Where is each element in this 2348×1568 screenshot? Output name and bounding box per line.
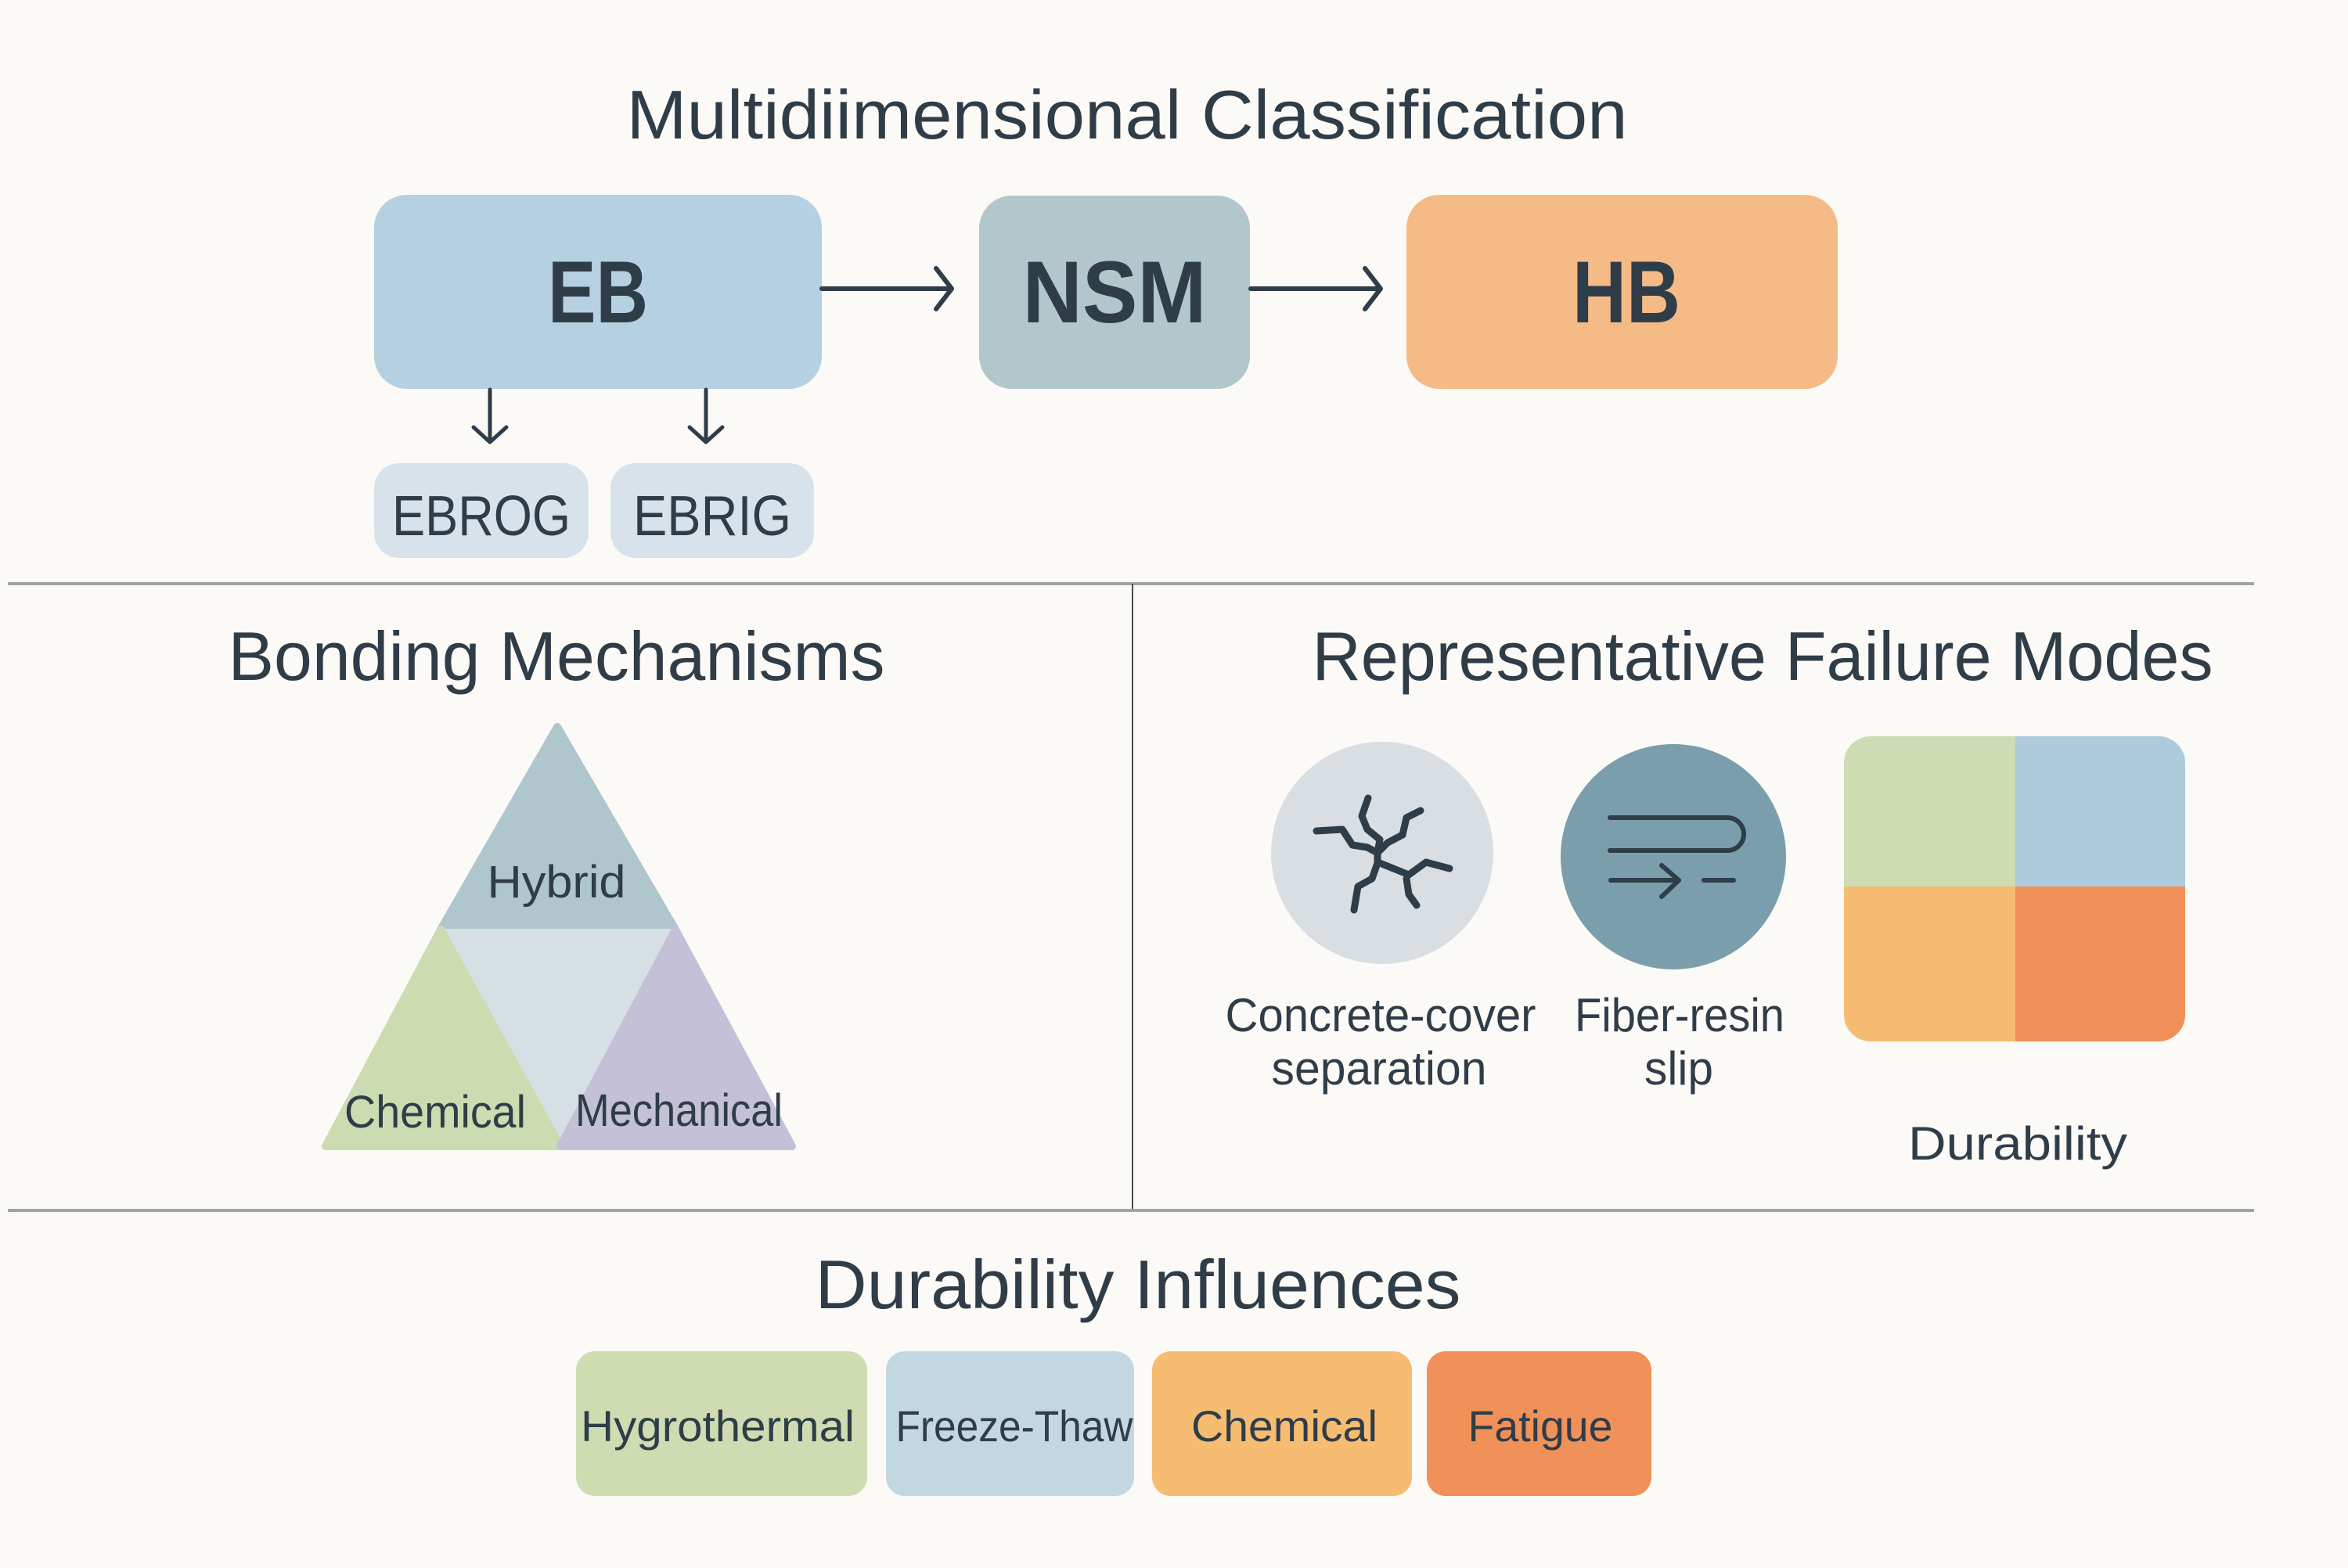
failure-modes-section: Representative Failure Modes Concrete-co…	[1226, 617, 2213, 1170]
arrow-nsm-to-hb	[1248, 266, 1383, 311]
failure-mode-fiber-resin-line1: Fiber-resin	[1575, 989, 1784, 1041]
failure-mode-fiber-resin[interactable]: Fiber-resin slip	[1561, 744, 1786, 1095]
durability-quadrant-bottom-right	[2015, 886, 2185, 1041]
influences-section: Durability Influences Hygrothermal Freez…	[576, 1246, 1651, 1496]
box-eb-label: EB	[548, 243, 648, 341]
durability-quadrant-top-left	[1844, 736, 2015, 886]
durability-quadrant-bottom-left	[1844, 886, 2015, 1041]
durability-quadrant-top-right	[2015, 736, 2185, 886]
influence-chip-chemical-shape	[1152, 1351, 1412, 1496]
bonding-title: Bonding Mechanisms	[229, 617, 885, 695]
influence-chip-fatigue-label: Fatigue	[1468, 1401, 1613, 1451]
influence-chip-chemical-label: Chemical	[1191, 1401, 1377, 1451]
influence-chip-hygrothermal[interactable]: Hygrothermal	[576, 1351, 867, 1496]
box-hb-label: HB	[1572, 243, 1680, 341]
influence-chip-freeze-thaw[interactable]: Freeze-Thaw	[886, 1351, 1134, 1496]
influence-chip-freeze-thaw-shape	[886, 1351, 1134, 1496]
influence-chip-hygrothermal-shape	[576, 1351, 867, 1496]
failure-modes-title: Representative Failure Modes	[1313, 617, 2213, 695]
failure-mode-fiber-resin-line2: slip	[1644, 1042, 1713, 1095]
classification-section: Multidiimensional Classification EB NSM …	[374, 76, 1838, 558]
influence-chip-fatigue-shape	[1427, 1351, 1651, 1496]
box-hb[interactable]: HB	[1406, 195, 1838, 389]
durability-label: Durability	[1908, 1117, 2127, 1170]
durability-quadrants	[1844, 736, 2185, 1041]
influences-title: Durability Influences	[816, 1246, 1461, 1323]
arrow-eb-to-ebrig	[687, 387, 725, 444]
box-nsm[interactable]: NSM	[979, 196, 1250, 389]
failure-mode-concrete-cover-line2: separation	[1272, 1042, 1487, 1095]
triangle-label-hybrid: Hybrid	[488, 857, 626, 908]
influence-chip-hygrothermal-label: Hygrothermal	[581, 1401, 855, 1451]
arrow-eb-to-ebrog	[471, 387, 509, 444]
bonding-section: Bonding Mechanisms Hybrid Chemical Mecha…	[229, 617, 885, 1150]
bonding-triangle: Hybrid Chemical Mechanical	[322, 723, 796, 1150]
classification-title: Multidiimensional Classification	[627, 76, 1628, 153]
chip-ebrig-shape	[610, 463, 814, 558]
chip-ebrog-label: EBROG	[392, 485, 571, 548]
box-eb-shape	[374, 195, 822, 389]
influence-chip-fatigue[interactable]: Fatigue	[1427, 1351, 1651, 1496]
chip-ebrog[interactable]: EBROG	[374, 463, 589, 558]
box-nsm-label: NSM	[1023, 243, 1207, 341]
failure-mode-concrete-cover[interactable]: Concrete-cover separation	[1226, 742, 1536, 1095]
triangle-label-chemical: Chemical	[344, 1087, 526, 1138]
influence-chip-freeze-thaw-label: Freeze-Thaw	[896, 1401, 1134, 1451]
chip-ebrig[interactable]: EBRIG	[610, 463, 814, 558]
slip-arrow-icon	[1608, 815, 1746, 899]
triangle-segment-mechanical[interactable]	[556, 926, 796, 1150]
triangle-segment-chemical[interactable]	[322, 926, 564, 1150]
failure-mode-fiber-resin-circle	[1561, 744, 1786, 969]
arrow-eb-to-nsm	[819, 266, 954, 311]
triangle-label-mechanical: Mechanical	[575, 1085, 783, 1136]
crack-icon	[1313, 794, 1453, 914]
box-eb[interactable]: EB	[374, 195, 822, 389]
chip-ebrig-label: EBRIG	[633, 485, 791, 548]
box-hb-shape	[1406, 195, 1838, 389]
chip-ebrog-shape	[374, 463, 589, 558]
box-nsm-shape	[979, 196, 1250, 389]
failure-mode-concrete-cover-line1: Concrete-cover	[1226, 989, 1536, 1041]
failure-mode-durability[interactable]: Durability	[1844, 736, 2185, 1170]
influence-chip-chemical[interactable]: Chemical	[1152, 1351, 1412, 1496]
